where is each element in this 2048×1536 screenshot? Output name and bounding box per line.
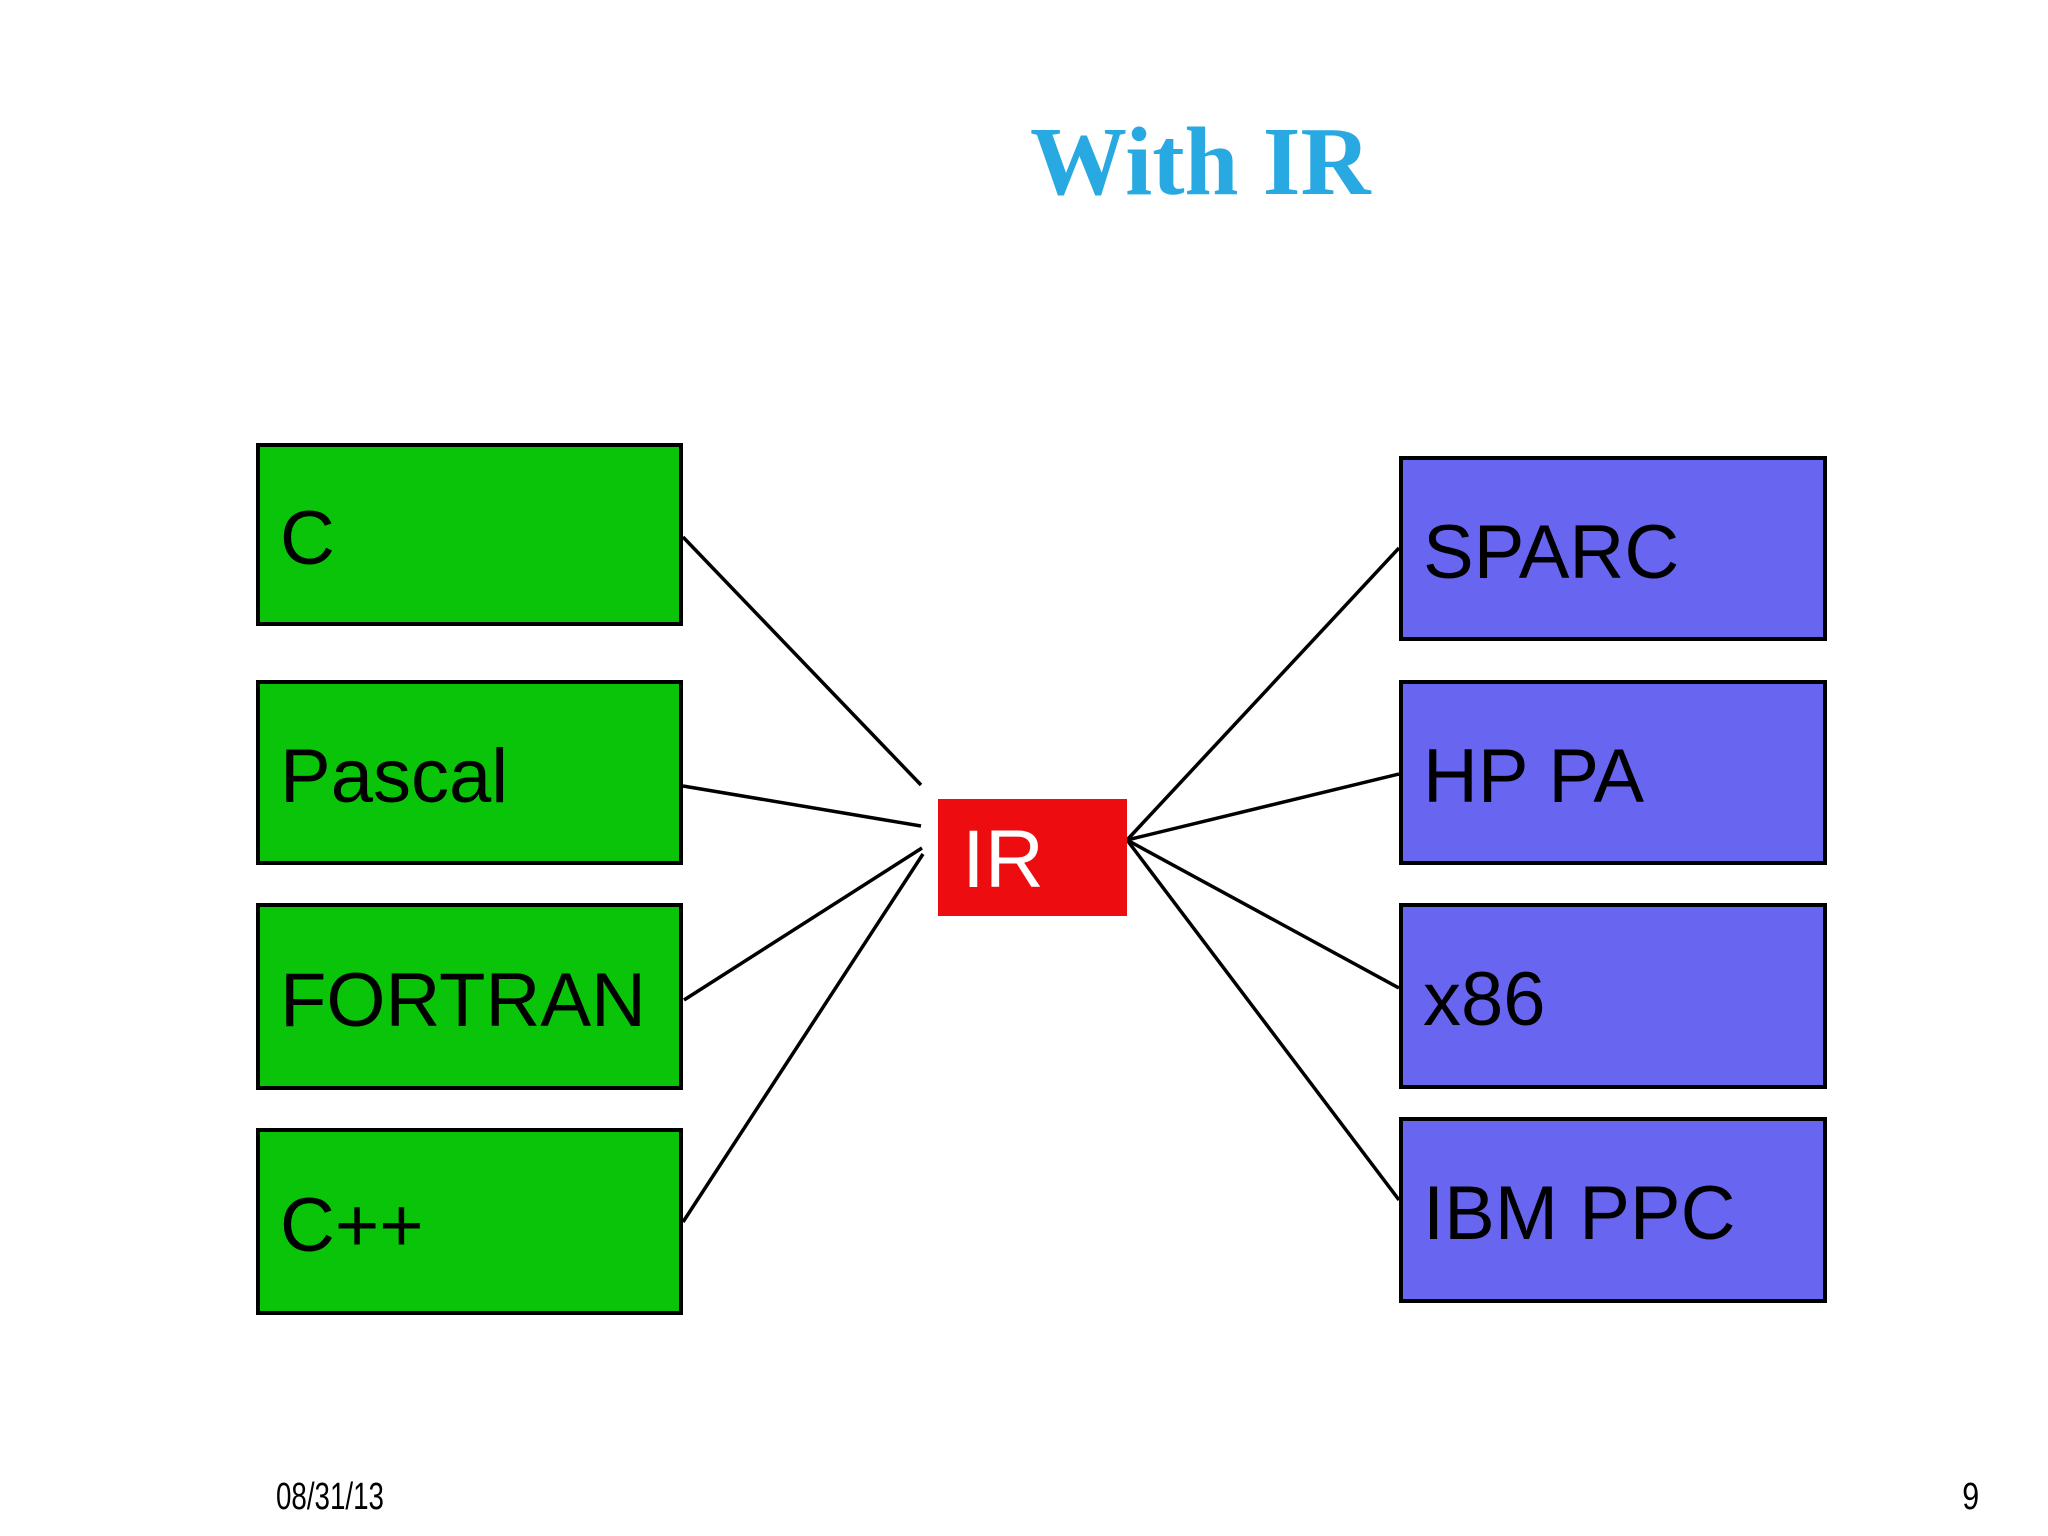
target-box-sparc: SPARC (1399, 456, 1827, 641)
connector-ir-to-hppa (1126, 772, 1400, 842)
ir-box: IR (938, 799, 1127, 916)
source-box-pascal: Pascal (256, 680, 683, 865)
target-box-ibm-ppc-label: IBM PPC (1423, 1171, 1736, 1256)
source-box-fortran: FORTRAN (256, 903, 683, 1090)
target-box-hp-pa-label: HP PA (1423, 733, 1645, 819)
target-box-x86: x86 (1399, 903, 1827, 1089)
footer-date: 08/31/13 (276, 1476, 384, 1518)
target-box-x86-label: x86 (1423, 957, 1546, 1042)
source-box-c-label: C (280, 495, 335, 581)
source-box-fortran-label: FORTRAN (280, 957, 646, 1043)
target-box-ibm-ppc: IBM PPC (1399, 1117, 1827, 1303)
connector-ir-to-x86 (1126, 838, 1400, 990)
connector-fortran-to-ir (683, 846, 923, 1002)
slide-title: With IR (1030, 108, 1371, 215)
connector-cpp-to-ir (681, 853, 925, 1223)
page-number: 9 (1962, 1476, 1979, 1518)
connector-ir-to-sparc (1125, 546, 1401, 842)
source-box-cpp-label: C++ (280, 1182, 424, 1268)
source-box-cpp: C++ (256, 1128, 683, 1315)
connector-pascal-to-ir (682, 784, 922, 828)
connector-ir-to-ibmppc (1125, 838, 1401, 1202)
source-box-c: C (256, 443, 683, 626)
connector-c-to-ir (681, 535, 923, 787)
target-box-hp-pa: HP PA (1399, 680, 1827, 865)
source-box-pascal-label: Pascal (280, 733, 509, 819)
ir-box-label: IR (962, 813, 1044, 905)
target-box-sparc-label: SPARC (1423, 509, 1680, 595)
